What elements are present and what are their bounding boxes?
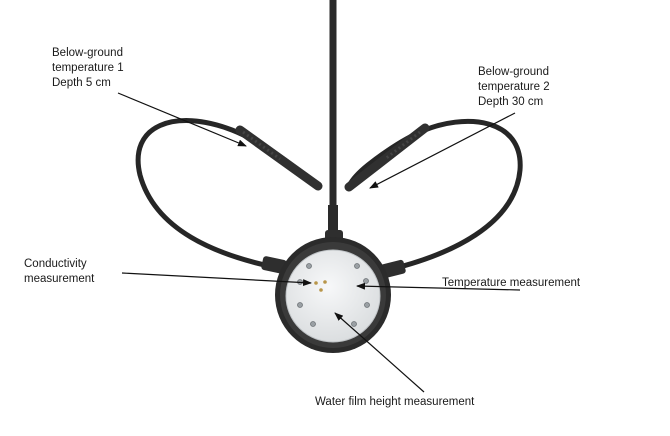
label-conductivity: Conductivity measurement [24, 258, 95, 285]
label-below-ground-1: Below-ground temperature 1 Depth 5 cm [52, 47, 124, 89]
arrow-below-ground-1 [117, 92, 247, 147]
label-below-ground-2: Below-ground temperature 2 Depth 30 cm [478, 66, 550, 108]
arrow-temperature [356, 282, 521, 291]
arrow-below-ground-2 [369, 112, 516, 189]
probe-1 [235, 125, 323, 191]
arrow-water-film [334, 312, 425, 393]
right-cable [346, 119, 523, 273]
label-water-film: Water film height measurement [315, 396, 475, 408]
label-temperature: Temperature measurement [442, 277, 581, 289]
sensor-face [285, 249, 381, 343]
left-cable [135, 118, 321, 271]
arrow-conductivity [121, 272, 312, 287]
